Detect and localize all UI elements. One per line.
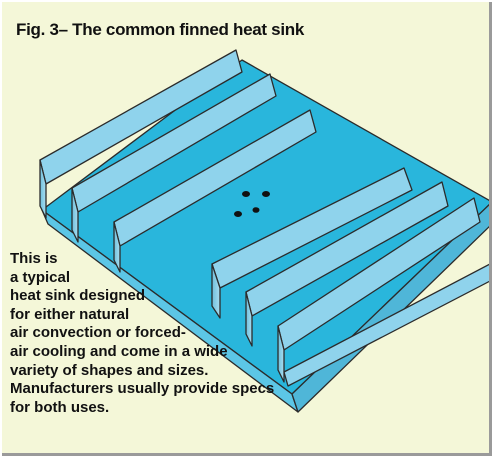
figure-title: Fig. 3– The common finned heat sink bbox=[16, 20, 304, 39]
caption-line: Manufacturers usually provide specs bbox=[10, 380, 275, 398]
caption-line: variety of shapes and sizes. bbox=[10, 361, 209, 379]
caption-line: for either natural bbox=[10, 305, 130, 323]
caption-line: This is bbox=[10, 250, 58, 267]
heat-sink-illustration bbox=[39, 49, 489, 413]
mounting-holes bbox=[234, 191, 270, 217]
caption-line: for both uses. bbox=[10, 398, 110, 416]
caption-line: heat sink designed bbox=[10, 287, 146, 305]
caption-line: a typical bbox=[10, 268, 71, 286]
base-side-edge bbox=[291, 203, 489, 413]
caption-line: air convection or forced- bbox=[10, 324, 186, 342]
front-fin bbox=[283, 263, 489, 387]
figure-caption: This is a typical heat sink designed for… bbox=[10, 250, 310, 417]
figure-panel: Fig. 3– The common finned heat sink This… bbox=[2, 2, 492, 456]
caption-line: air cooling and come in a wide bbox=[10, 342, 228, 360]
